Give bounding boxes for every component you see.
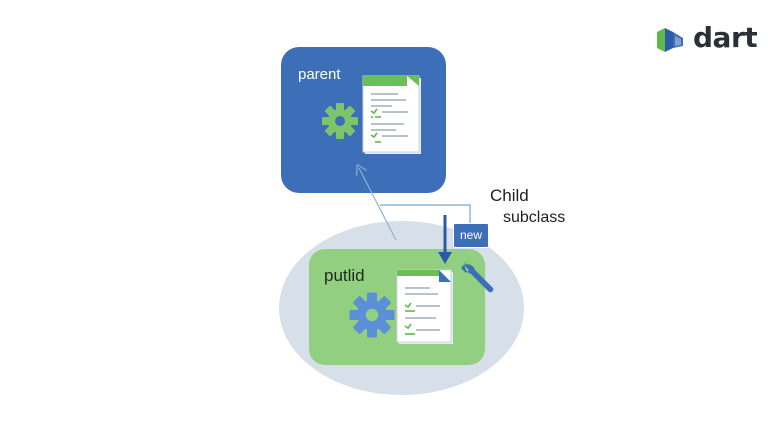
new-badge: new: [453, 223, 489, 248]
child-label: putlid: [324, 266, 365, 285]
annotation-subtitle: subclass: [503, 209, 566, 226]
document-icon: [362, 75, 421, 154]
arrow-down-icon: [438, 215, 452, 264]
gear-icon: [322, 103, 358, 139]
gear-icon: [349, 292, 395, 338]
inheritance-arrow: [359, 168, 397, 241]
wrench-icon: [461, 261, 494, 293]
annotation-bracket: [380, 204, 471, 223]
document-icon: [396, 269, 453, 344]
dart-logo-icon: [657, 28, 683, 52]
annotation-title: Child: [490, 186, 529, 205]
brand-name: dart: [693, 21, 758, 54]
parent-label: parent: [298, 66, 341, 83]
dart-brand: dart: [655, 21, 765, 58]
